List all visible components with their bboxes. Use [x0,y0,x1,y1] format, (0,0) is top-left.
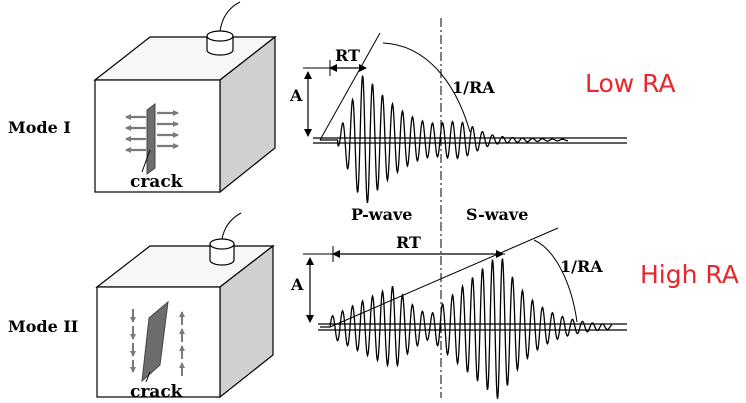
mode1-specimen: crack [93,1,277,194]
mode1-opening-arrows [125,110,179,153]
mode2-ra-label: 1/RA [560,257,603,276]
mode2-waveform [320,258,613,399]
mode2-crack-plate [141,300,169,383]
mode1-waveform [320,75,568,204]
mode1-crack-leader [141,149,151,173]
mode1-sensor-cable [219,1,241,32]
s-wave-label: S-wave [466,205,528,224]
mode2-decay-curve [533,239,578,323]
mode1-ra-label: 1/RA [452,78,495,97]
mode1-a-label: A [289,86,303,105]
mode2-shear-arrows [130,309,185,376]
mode1-rise-line [319,32,381,141]
mode2-label: Mode II [8,317,78,336]
mode2-rt-label: RT [396,233,421,252]
mode1-crack-plate [146,103,156,175]
mode2-rise-line [329,227,559,328]
mode2-sensor-cable [221,212,242,240]
mode2-specimen: crack [95,212,275,402]
mode2-a-label: A [290,275,304,294]
mode1-label: Mode I [8,118,71,137]
mode2-result-label: High RA [640,260,739,289]
mode2-crack-label: crack [130,382,184,402]
mode1-sensor [206,1,241,56]
mode2-waveform-panel: A RT 1/RA [290,227,627,399]
mode2-crack-leader [145,371,151,383]
mode1-rt-label: RT [335,46,360,65]
p-wave-label: P-wave [351,205,412,224]
mode1-result-label: Low RA [585,69,676,98]
mode1-crack-label: crack [130,172,184,192]
mode1-waveform-panel: A RT 1/RA [289,32,627,204]
mode1-decay-curve [382,42,471,133]
mode2-sensor [209,212,242,266]
